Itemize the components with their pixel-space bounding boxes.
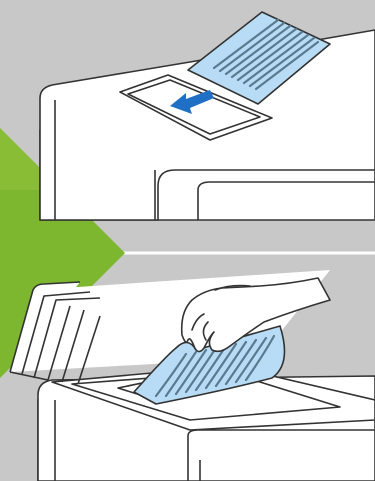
adf-document-sheet [187,11,331,105]
insert-direction-arrow-icon [170,90,214,114]
flatbed-scanner-device [37,365,375,481]
hand-icon [180,277,331,353]
adf-scanner-device [39,29,375,221]
